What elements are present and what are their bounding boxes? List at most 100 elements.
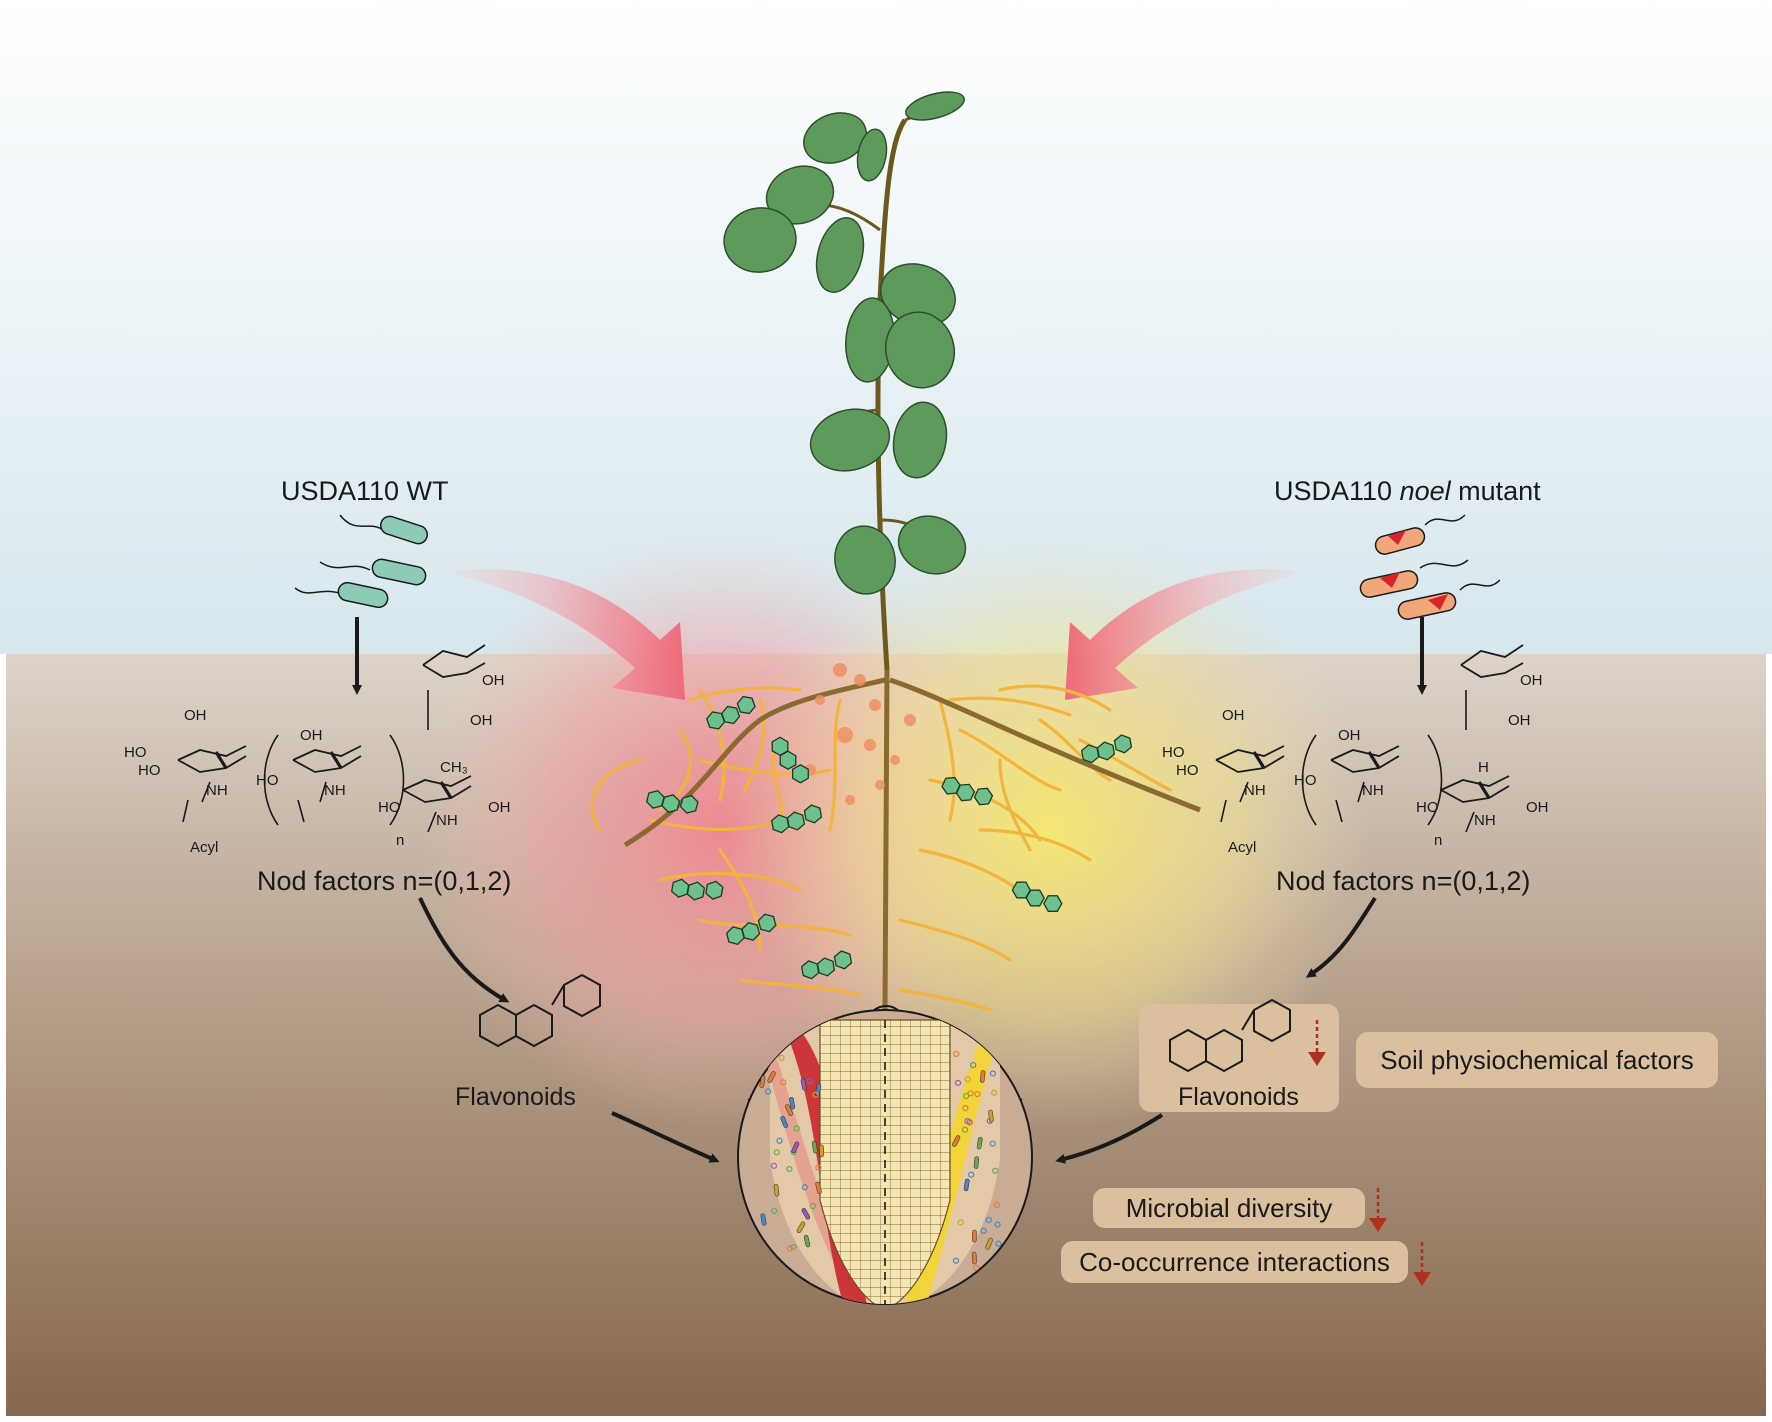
microbe-coccus bbox=[793, 1125, 800, 1132]
microbe-rod bbox=[988, 1109, 994, 1123]
microbe-rod bbox=[803, 1234, 811, 1248]
flavonoid-molecule bbox=[771, 736, 809, 784]
microbe-rod bbox=[976, 1137, 983, 1150]
chem-ho-4: HO bbox=[378, 799, 401, 816]
microbe-coccus bbox=[967, 1090, 974, 1097]
chem-nh-2: NH bbox=[324, 782, 346, 799]
mutant-flavonoid-label: Flavonoids bbox=[1178, 1083, 1299, 1111]
chem-terminal-group: CH₃ bbox=[440, 759, 468, 776]
microbe-rod bbox=[759, 1075, 766, 1088]
chem-nh-1: NH bbox=[206, 782, 228, 799]
chem-oh-5: OH bbox=[488, 799, 511, 816]
mutant-strain-suffix: mutant bbox=[1458, 476, 1541, 506]
microbe-coccus bbox=[993, 1201, 1000, 1209]
microbe-coccus bbox=[989, 1070, 997, 1077]
microbe-coccus bbox=[815, 1164, 822, 1171]
root-tip-magnifier bbox=[737, 1005, 1033, 1305]
microbe-coccus bbox=[974, 1090, 981, 1098]
microbe-coccus bbox=[962, 1104, 969, 1112]
microbe-rod bbox=[985, 1237, 993, 1250]
chem-ho-3: HO bbox=[256, 772, 279, 789]
chem-oh-5: OH bbox=[1526, 799, 1549, 816]
microbe-coccus bbox=[778, 1054, 785, 1061]
microbe-rod bbox=[760, 1213, 767, 1226]
mutant-inoculation-arrow bbox=[1065, 568, 1295, 700]
flavonoid-decrease-arrow bbox=[1308, 1020, 1326, 1066]
microbe-coccus bbox=[980, 1227, 987, 1234]
mutant-strain-prefix: USDA110 bbox=[1274, 476, 1393, 506]
flavonoid-molecule bbox=[941, 776, 994, 806]
chem-oh-2: OH bbox=[1338, 727, 1361, 744]
microbe-coccus bbox=[790, 1243, 797, 1251]
microbe-coccus bbox=[786, 1245, 794, 1252]
root-exudate-flavonoids bbox=[645, 695, 1133, 980]
chem-oh-4: OH bbox=[470, 712, 493, 729]
soil-factors-box: Soil physiochemical factors bbox=[1356, 1032, 1718, 1088]
microbe-coccus bbox=[957, 1219, 964, 1226]
microbe-coccus bbox=[809, 1202, 817, 1210]
chem-nh-3: NH bbox=[436, 812, 458, 829]
microbe-rod bbox=[979, 1070, 986, 1083]
microbe-coccus bbox=[989, 1140, 996, 1147]
microbe-coccus bbox=[952, 1257, 960, 1264]
wt-flavonoid-structure bbox=[479, 973, 601, 1048]
chem-oh-1: OH bbox=[184, 707, 207, 724]
microbe-rod bbox=[785, 1104, 793, 1116]
microbe-coccus bbox=[806, 1077, 813, 1085]
wt-flavonoid-label: Flavonoids bbox=[455, 1083, 576, 1111]
microbe-coccus bbox=[786, 1165, 793, 1173]
microbe-rod bbox=[767, 1071, 776, 1083]
chem-nh-3: NH bbox=[1474, 812, 1496, 829]
chem-oh-2: OH bbox=[300, 727, 323, 744]
microbe-coccus bbox=[771, 1207, 778, 1214]
chem-ho-2: HO bbox=[138, 762, 161, 779]
microbe-rod bbox=[963, 1178, 970, 1192]
microbe-coccus bbox=[995, 1240, 1002, 1247]
mutant-strain-label: USDA110 noel mutant bbox=[1274, 478, 1541, 505]
microbe-rod bbox=[815, 1181, 822, 1194]
microbe-rod bbox=[780, 1116, 788, 1128]
mutant-gene-name: noel bbox=[1399, 476, 1451, 506]
flavonoid-molecule bbox=[1080, 734, 1133, 764]
microbe-coccus bbox=[994, 1221, 1001, 1228]
flavonoid-molecule bbox=[670, 878, 724, 901]
microbe-coccus bbox=[780, 1079, 787, 1086]
microbe-coccus bbox=[953, 1050, 960, 1058]
chem-acyl: Acyl bbox=[1228, 839, 1256, 856]
mutant-bacteria bbox=[1359, 514, 1501, 620]
microbe-coccus bbox=[954, 1079, 962, 1086]
microbe-coccus bbox=[964, 1076, 971, 1083]
microbe-rod bbox=[972, 1229, 977, 1243]
microbe-rod bbox=[973, 1156, 979, 1169]
mutant-flavonoid-structure bbox=[1169, 998, 1291, 1073]
microbe-coccus bbox=[773, 1149, 780, 1156]
microbe-coccus bbox=[765, 1088, 772, 1095]
microbial-diversity-box: Microbial diversity bbox=[1093, 1188, 1365, 1228]
chem-ho-1: HO bbox=[1162, 744, 1185, 761]
chem-ho-3: HO bbox=[1294, 772, 1317, 789]
chem-nh-2: NH bbox=[1362, 782, 1384, 799]
microbe-rod bbox=[952, 1135, 961, 1147]
microbe-coccus bbox=[992, 1167, 999, 1174]
chem-ho-1: HO bbox=[124, 744, 147, 761]
microbe-coccus bbox=[776, 1137, 783, 1144]
microbe-coccus bbox=[991, 1089, 998, 1096]
wt-strain-label: USDA110 WT bbox=[281, 476, 449, 506]
microbe-rod bbox=[800, 1078, 807, 1091]
microbe-coccus bbox=[812, 1091, 819, 1098]
chem-n: n bbox=[396, 832, 404, 849]
microbe-rod bbox=[811, 1140, 818, 1154]
microbe-rod bbox=[971, 1251, 977, 1265]
microbe-coccus bbox=[961, 1126, 969, 1133]
microbe-rod bbox=[796, 1221, 806, 1234]
microbe-coccus bbox=[972, 1264, 980, 1271]
microbe-rod bbox=[773, 1183, 780, 1197]
cooccurrence-box: Co-occurrence interactions bbox=[1061, 1241, 1408, 1283]
microbe-rod bbox=[789, 1097, 796, 1110]
flavonoid-molecule bbox=[1011, 881, 1063, 912]
microbe-coccus bbox=[968, 1171, 975, 1178]
microbe-rod bbox=[819, 1144, 825, 1158]
wt-inoculation-arrow bbox=[455, 568, 685, 700]
